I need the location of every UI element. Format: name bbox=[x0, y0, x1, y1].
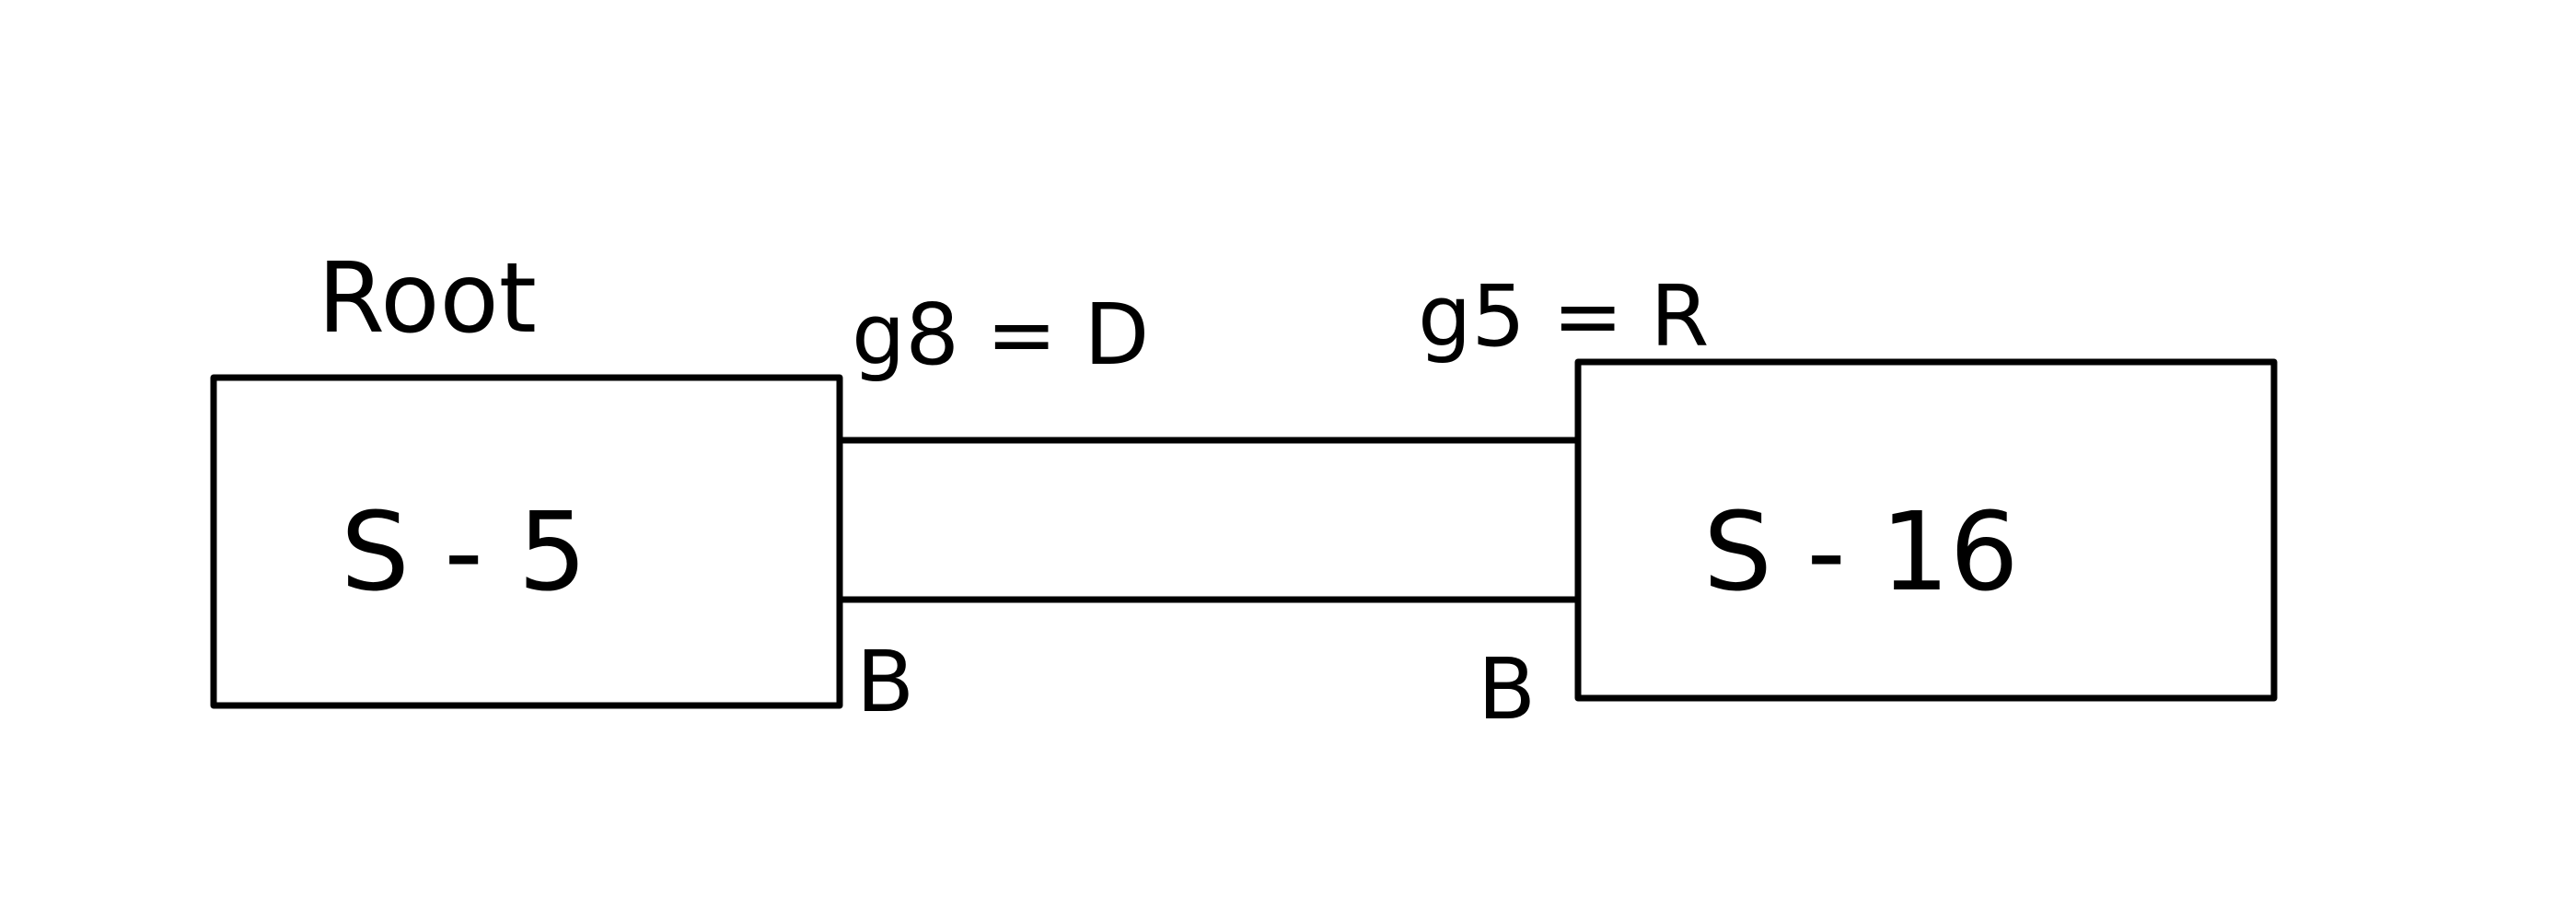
node-label-right: S - 16 bbox=[1703, 488, 2019, 615]
connector-right-bottom-label: B bbox=[1478, 640, 1536, 739]
connector-left-top-label: g8 = D bbox=[852, 286, 1149, 384]
node-box-right bbox=[1574, 358, 2278, 702]
root-label: Root bbox=[318, 242, 537, 355]
connector-right-top-label: g5 = R bbox=[1418, 267, 1709, 366]
node-box-left bbox=[210, 374, 843, 709]
connector-left-bottom-label: B bbox=[856, 633, 914, 731]
node-label-left: S - 5 bbox=[341, 488, 587, 615]
